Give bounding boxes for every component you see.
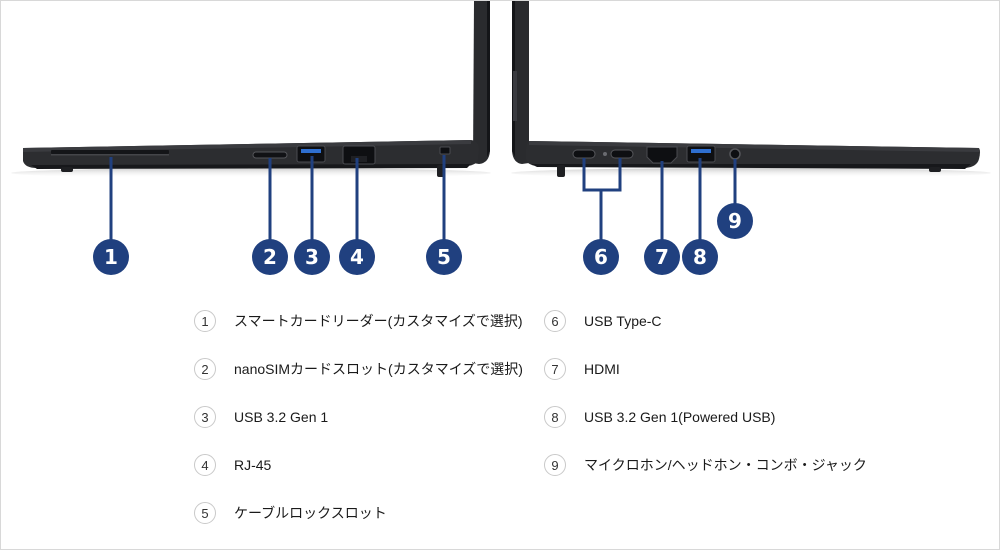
legend-item-8: 8 USB 3.2 Gen 1(Powered USB) — [544, 404, 775, 430]
legend-label: nanoSIMカードスロット(カスタマイズで選択) — [234, 361, 523, 377]
legend-item-7: 7 HDMI — [544, 356, 620, 382]
callout-7-badge: 7 — [644, 239, 680, 275]
legend-number: 6 — [544, 310, 566, 332]
legend-item-1: 1 スマートカードリーダー(カスタマイズで選択) — [194, 308, 522, 334]
legend-label: ケーブルロックスロット — [234, 505, 387, 521]
legend-number: 9 — [544, 454, 566, 476]
legend-label: USB Type-C — [584, 313, 662, 329]
callout-4-number: 4 — [350, 245, 364, 269]
legend-item-2: 2 nanoSIMカードスロット(カスタマイズで選択) — [194, 356, 523, 382]
legend-item-5: 5 ケーブルロックスロット — [194, 500, 387, 526]
callout-1-badge: 1 — [93, 239, 129, 275]
usb-c-port-1 — [572, 149, 596, 159]
legend-item-9: 9 マイクロホン/ヘッドホン・コンボ・ジャック — [544, 452, 867, 478]
legend-item-6: 6 USB Type-C — [544, 308, 662, 334]
legend-item-3: 3 USB 3.2 Gen 1 — [194, 404, 328, 430]
callout-2-badge: 2 — [252, 239, 288, 275]
callout-5-badge: 5 — [426, 239, 462, 275]
hdmi-port — [646, 146, 678, 164]
legend-number: 2 — [194, 358, 216, 380]
legend-label: HDMI — [584, 361, 620, 377]
leader-lines — [109, 155, 737, 241]
callout-6-badge: 6 — [583, 239, 619, 275]
legend-number: 4 — [194, 454, 216, 476]
legend-label: スマートカードリーダー(カスタマイズで選択) — [234, 313, 523, 329]
callout-2-number: 2 — [263, 245, 277, 269]
legend-number: 3 — [194, 406, 216, 428]
legend-label: RJ-45 — [234, 457, 272, 473]
callout-4-badge: 4 — [339, 239, 375, 275]
callout-5-number: 5 — [437, 245, 451, 269]
callout-6-number: 6 — [594, 245, 608, 269]
nanosim-slot — [252, 151, 288, 159]
audio-jack — [729, 148, 741, 160]
legend-item-4: 4 RJ-45 — [194, 452, 271, 478]
legend-label: USB 3.2 Gen 1 — [234, 409, 329, 425]
callout-8-number: 8 — [693, 245, 707, 269]
smart-card-slot — [51, 150, 169, 154]
legend-label: USB 3.2 Gen 1(Powered USB) — [584, 409, 776, 425]
legend-number: 1 — [194, 310, 216, 332]
usb-c-port-2 — [610, 149, 634, 159]
legend-number: 5 — [194, 502, 216, 524]
callout-9-number: 9 — [728, 209, 742, 233]
legend-label: マイクロホン/ヘッドホン・コンボ・ジャック — [584, 457, 867, 473]
lock-slot — [439, 146, 451, 155]
callout-9-badge: 9 — [717, 203, 753, 239]
laptop-side-views: 1 2 3 4 5 6 7 8 — [11, 1, 991, 275]
laptop-left-side-view — [11, 1, 491, 178]
callout-1-number: 1 — [104, 245, 118, 269]
callout-7-number: 7 — [655, 245, 669, 269]
callout-3-badge: 3 — [294, 239, 330, 275]
legend-number: 8 — [544, 406, 566, 428]
callout-3-number: 3 — [305, 245, 319, 269]
callout-8-badge: 8 — [682, 239, 718, 275]
legend-number: 7 — [544, 358, 566, 380]
laptop-right-side-view — [511, 1, 991, 178]
